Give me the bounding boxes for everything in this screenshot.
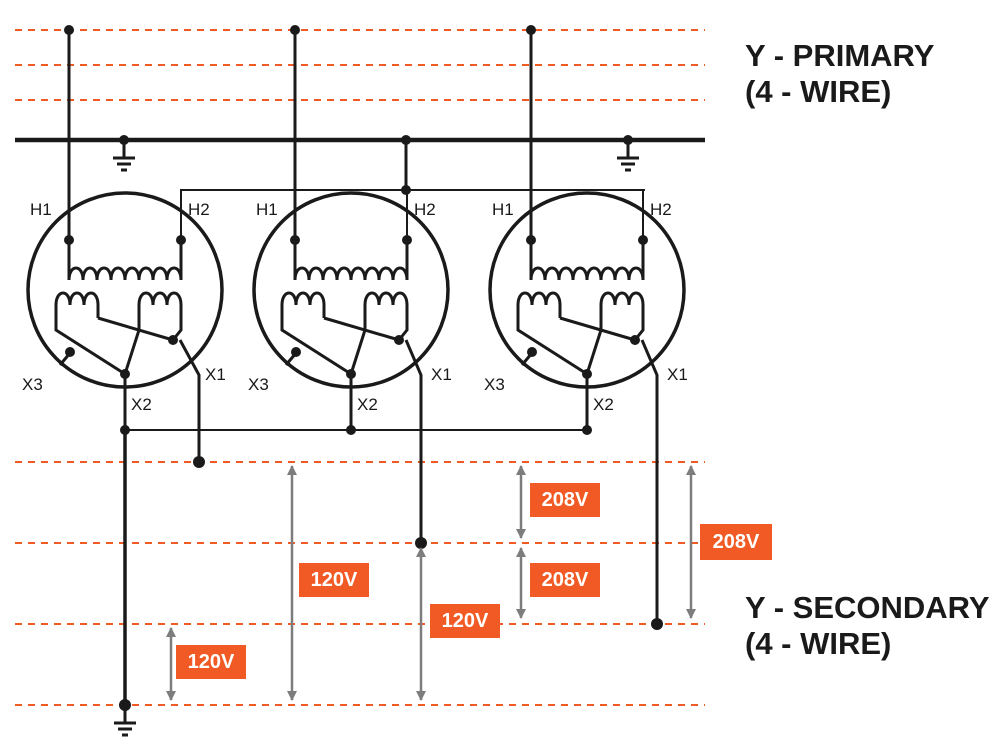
voltage-label-120v-right: 120V: [430, 604, 500, 638]
primary-winding-coil: [67, 240, 183, 281]
label-x1: X1: [667, 365, 688, 384]
x3-terminal: [291, 347, 301, 357]
phase-b-terminal: [415, 537, 427, 549]
ground-symbol-left: [113, 140, 135, 172]
x3-terminal: [527, 347, 537, 357]
primary-winding-coil: [529, 240, 645, 281]
secondary-winding-right: [363, 291, 409, 330]
primary-winding-coil: [293, 240, 409, 281]
transformer-circle: [252, 191, 450, 389]
x3-terminal: [65, 347, 75, 357]
secondary-winding-right: [599, 291, 645, 330]
label-x3: X3: [248, 375, 269, 394]
voltage-label-120v-middle: 120V: [299, 563, 369, 597]
secondary-lead-x2-b: [585, 329, 603, 375]
phase-c-terminal: [651, 618, 663, 630]
voltage-label-120v-left: 120V: [176, 645, 246, 679]
secondary-lead-x1: [323, 316, 400, 342]
label-h2: H2: [650, 200, 672, 219]
label-x3: X3: [22, 375, 43, 394]
label-h1: H1: [256, 200, 278, 219]
ground-symbol-secondary: [114, 705, 136, 737]
label-x3: X3: [484, 375, 505, 394]
voltage-label-208v-lower: 208V: [530, 563, 600, 597]
voltage-label-208v-upper: 208V: [530, 483, 600, 517]
h2-node: [176, 235, 186, 245]
h2-node: [402, 235, 412, 245]
x1-terminal: [168, 335, 178, 345]
voltage-arrow-group: [166, 465, 696, 701]
phase-c-output: [640, 339, 659, 624]
label-h1: H1: [30, 200, 52, 219]
phase-a-terminal: [193, 456, 205, 468]
secondary-title-line2: (4 - WIRE): [745, 626, 892, 661]
x1-terminal: [394, 335, 404, 345]
label-x2: X2: [357, 395, 378, 414]
secondary-lead-x2: [54, 318, 126, 376]
secondary-lead-x2-b: [123, 329, 141, 375]
x2-tie-node: [582, 425, 592, 435]
secondary-winding-left: [54, 291, 100, 318]
label-x1: X1: [205, 365, 226, 384]
label-h2: H2: [414, 200, 436, 219]
transformer-circle: [488, 191, 686, 389]
secondary-lead-x2-b: [349, 329, 367, 375]
phase-a-output: [178, 339, 201, 462]
primary-title: Y - PRIMARY (4 - WIRE): [745, 38, 934, 110]
secondary-lead-x2: [516, 318, 588, 376]
h1-terminal: [290, 25, 300, 35]
secondary-lead-x2: [280, 318, 352, 376]
dashed-line-group: [15, 29, 705, 706]
label-x1: X1: [431, 365, 452, 384]
label-h2: H2: [188, 200, 210, 219]
secondary-winding-right: [137, 291, 183, 330]
secondary-winding-left: [516, 291, 562, 318]
secondary-title-line1: Y - SECONDARY: [745, 590, 990, 625]
secondary-lead-x1: [559, 316, 636, 342]
secondary-lead-x1: [97, 316, 174, 342]
h1-terminal: [64, 25, 74, 35]
ground-symbol-group: [113, 135, 639, 737]
ground-symbol-right: [617, 140, 639, 172]
label-x2: X2: [593, 395, 614, 414]
secondary-outputs: [119, 339, 663, 711]
secondary-winding-left: [280, 291, 326, 318]
primary-title-line2: (4 - WIRE): [745, 74, 892, 109]
neutral-bus: [15, 137, 705, 431]
transformer-circle: [26, 191, 224, 389]
x2-tie-node: [346, 425, 356, 435]
phase-b-output: [404, 339, 423, 543]
voltage-label-208v-full: 208V: [700, 524, 772, 560]
neutral-bus-node: [401, 135, 411, 145]
x1-terminal: [630, 335, 640, 345]
secondary-title: Y - SECONDARY (4 - WIRE): [745, 590, 990, 662]
label-x2: X2: [131, 395, 152, 414]
h2-tie-node: [401, 185, 411, 195]
h1-terminal: [526, 25, 536, 35]
h2-node: [638, 235, 648, 245]
label-h1: H1: [492, 200, 514, 219]
primary-title-line1: Y - PRIMARY: [745, 38, 935, 73]
